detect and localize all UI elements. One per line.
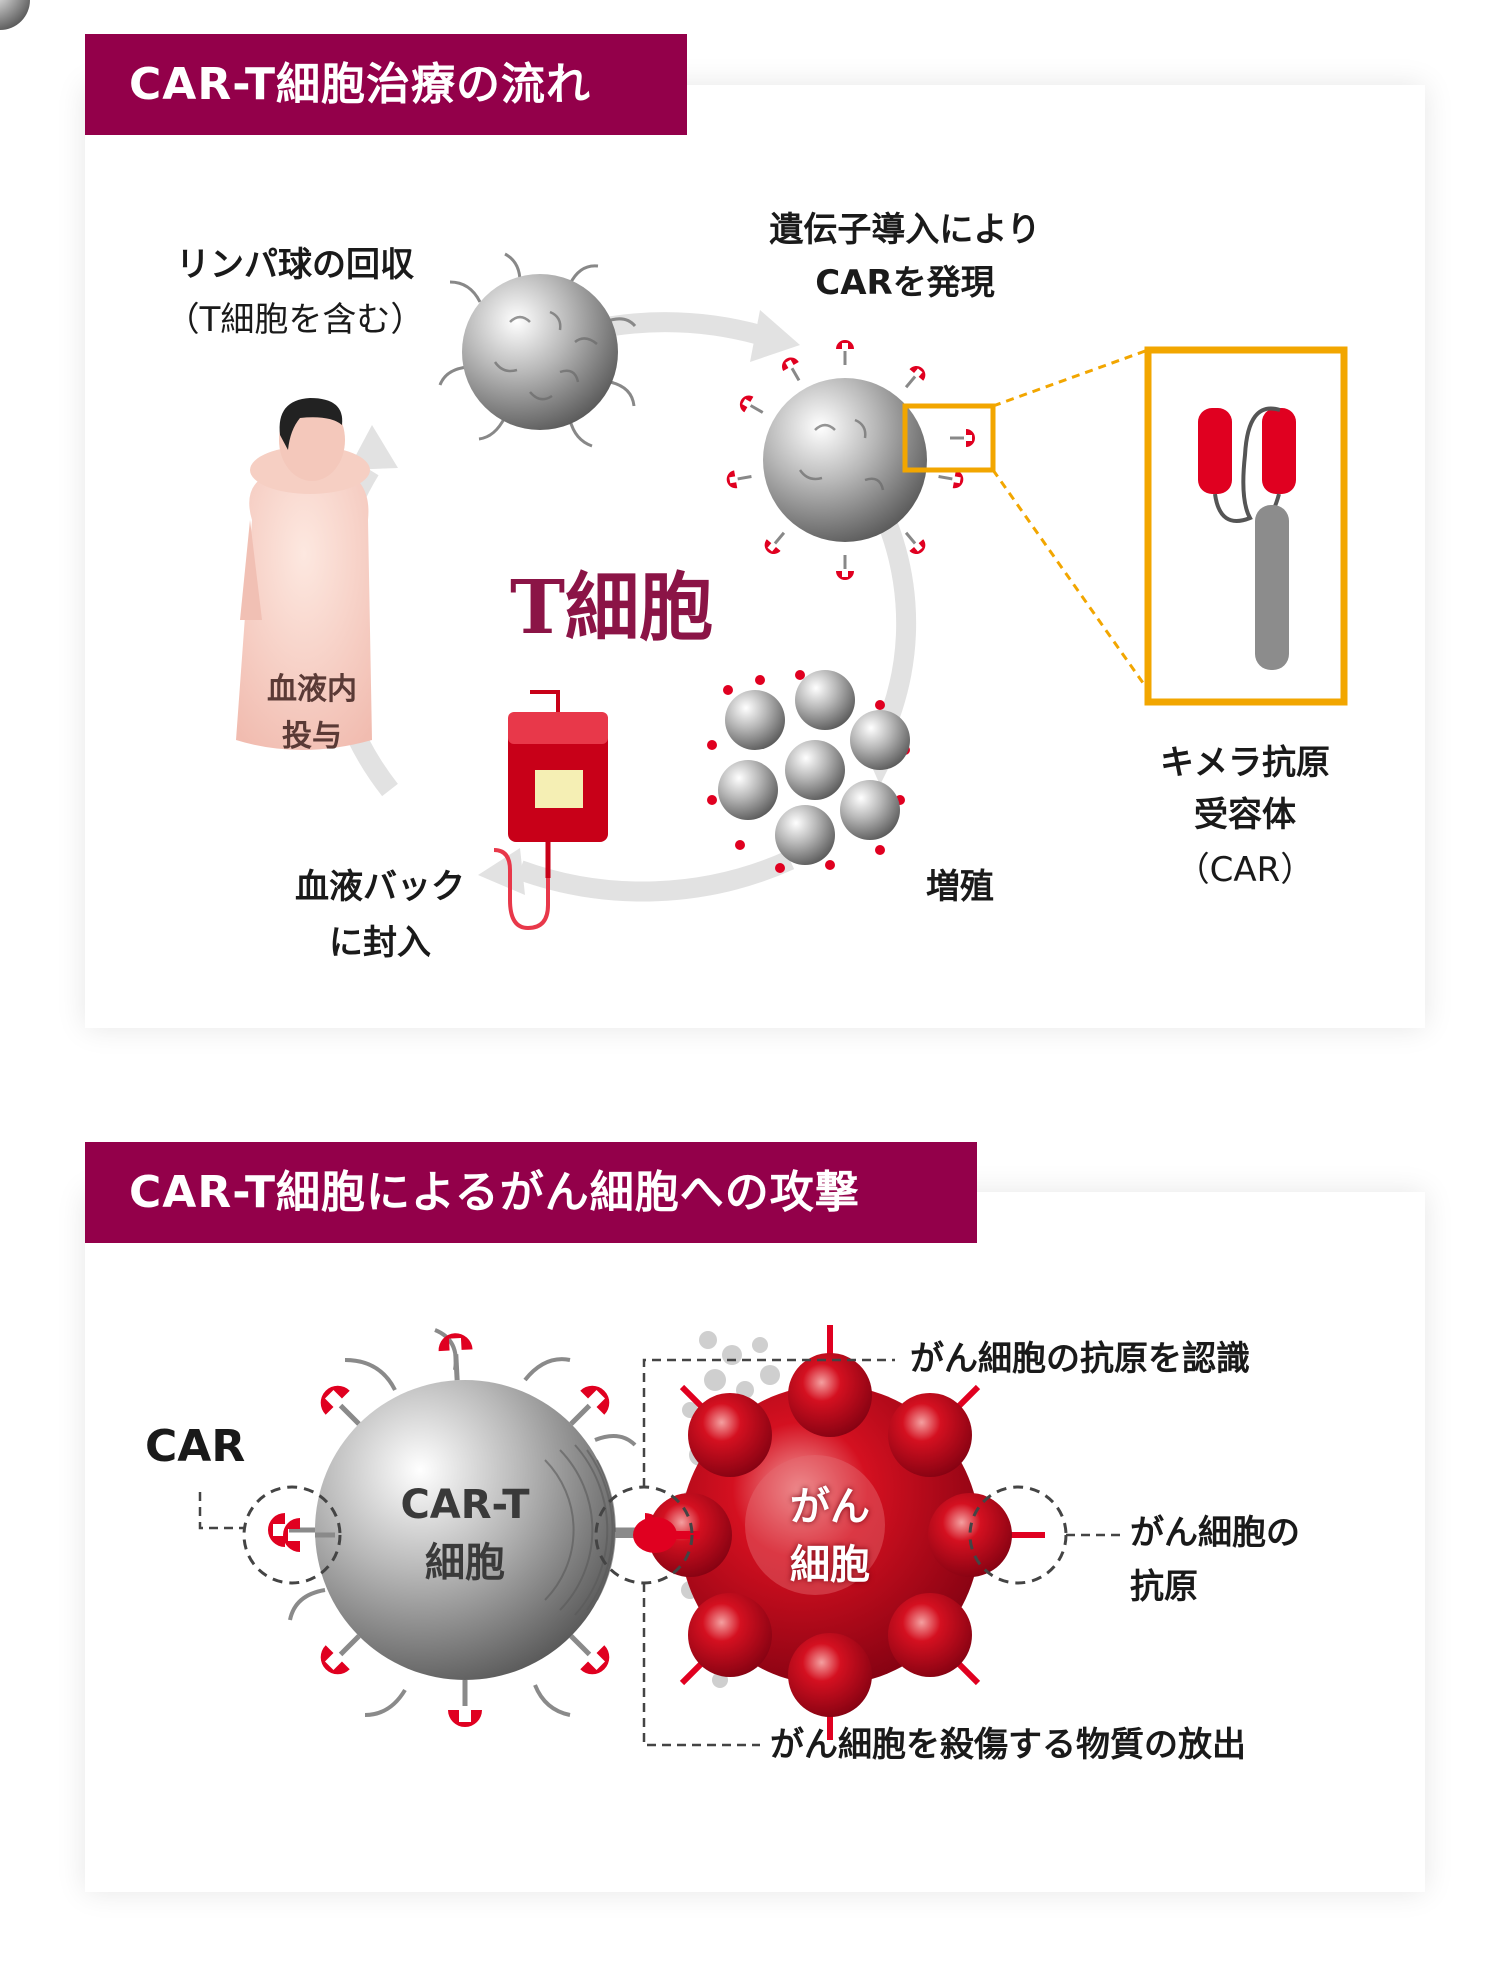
cart-cell-line1: CAR-T xyxy=(400,1482,530,1528)
car-label: CAR xyxy=(145,1421,246,1472)
t-cell-collected-icon xyxy=(438,252,637,448)
step-bag-line1: 血液バック xyxy=(295,867,465,907)
step-collect-line1: リンパ球の回収 xyxy=(176,245,414,285)
step-transduce-line1: 遺伝子導入により xyxy=(769,210,1041,250)
cart-cell-line2: 細胞 xyxy=(425,1540,505,1586)
proliferating-cells-icon xyxy=(0,0,910,873)
step-infuse-line2: 投与 xyxy=(282,719,342,754)
step-infuse-line1: 血液内 xyxy=(267,672,357,707)
car-t-cell-icon xyxy=(723,338,967,582)
patient-figure-icon xyxy=(236,398,372,750)
blood-bag-icon xyxy=(493,690,608,931)
step-transduce-line2: CARを発現 xyxy=(815,263,995,303)
antigen-line2: 抗原 xyxy=(1130,1567,1198,1607)
cancer-cell-line1: がん xyxy=(790,1484,870,1530)
recognize-label: がん細胞の抗原を認識 xyxy=(910,1339,1250,1379)
release-label: がん細胞を殺傷する物質の放出 xyxy=(770,1725,1246,1765)
car-detail-line1: キメラ抗原 xyxy=(1160,743,1330,783)
step-proliferate: 増殖 xyxy=(926,867,994,907)
step-bag-line2: に封入 xyxy=(329,923,431,963)
car-t-cell-large-icon xyxy=(268,1328,662,1727)
car-detail-line2: 受容体 xyxy=(1194,795,1296,835)
car-antigen-binding xyxy=(615,1517,700,1553)
section1-title: CAR-T細胞治療の流れ xyxy=(85,34,687,135)
t-cell-center-label: T細胞 xyxy=(510,565,714,651)
step-collect-line2: （T細胞を含む） xyxy=(165,300,425,340)
car-zoom-highlight xyxy=(902,346,1348,706)
car-receptor-detail-icon xyxy=(1198,406,1296,670)
section2-title: CAR-T細胞によるがん細胞への攻撃 xyxy=(85,1142,977,1243)
antigen-line1: がん細胞の xyxy=(1130,1513,1300,1553)
car-detail-line3: （CAR） xyxy=(1175,850,1315,890)
leader-lines xyxy=(198,1358,1120,1747)
cancer-cell-line2: 細胞 xyxy=(790,1542,870,1588)
car-receptor-small-icon xyxy=(283,1518,335,1552)
cancer-cell-icon xyxy=(648,1325,1045,1740)
